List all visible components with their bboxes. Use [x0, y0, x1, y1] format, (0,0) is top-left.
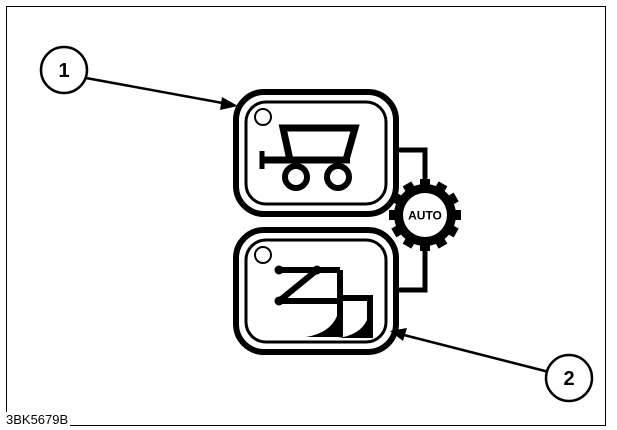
auto-label: AUTO [408, 209, 442, 223]
connector-line-top [395, 147, 428, 185]
callout-1: 1 [39, 45, 238, 110]
implement-hitch-icon [274, 265, 373, 338]
gear-icon [389, 179, 461, 251]
indicator-light-top [254, 108, 272, 126]
callout-2: 2 [390, 328, 594, 403]
callout-2-number: 2 [563, 368, 574, 390]
callout-1-leader [85, 76, 229, 106]
callout-1-number: 1 [58, 60, 69, 82]
auto-gear-badge: AUTO [389, 179, 461, 251]
callout-2-arrowhead [390, 328, 407, 341]
callout-1-arrowhead [220, 97, 238, 110]
connector-line-bottom [395, 245, 428, 293]
bottom-button[interactable] [233, 227, 399, 355]
indicator-light-bottom [254, 246, 272, 264]
callout-2-leader [399, 332, 550, 374]
cart-icon [259, 124, 360, 191]
diagram-frame [6, 6, 606, 426]
top-button[interactable] [233, 89, 399, 217]
figure-code-label: 3BK5679B [6, 412, 71, 428]
